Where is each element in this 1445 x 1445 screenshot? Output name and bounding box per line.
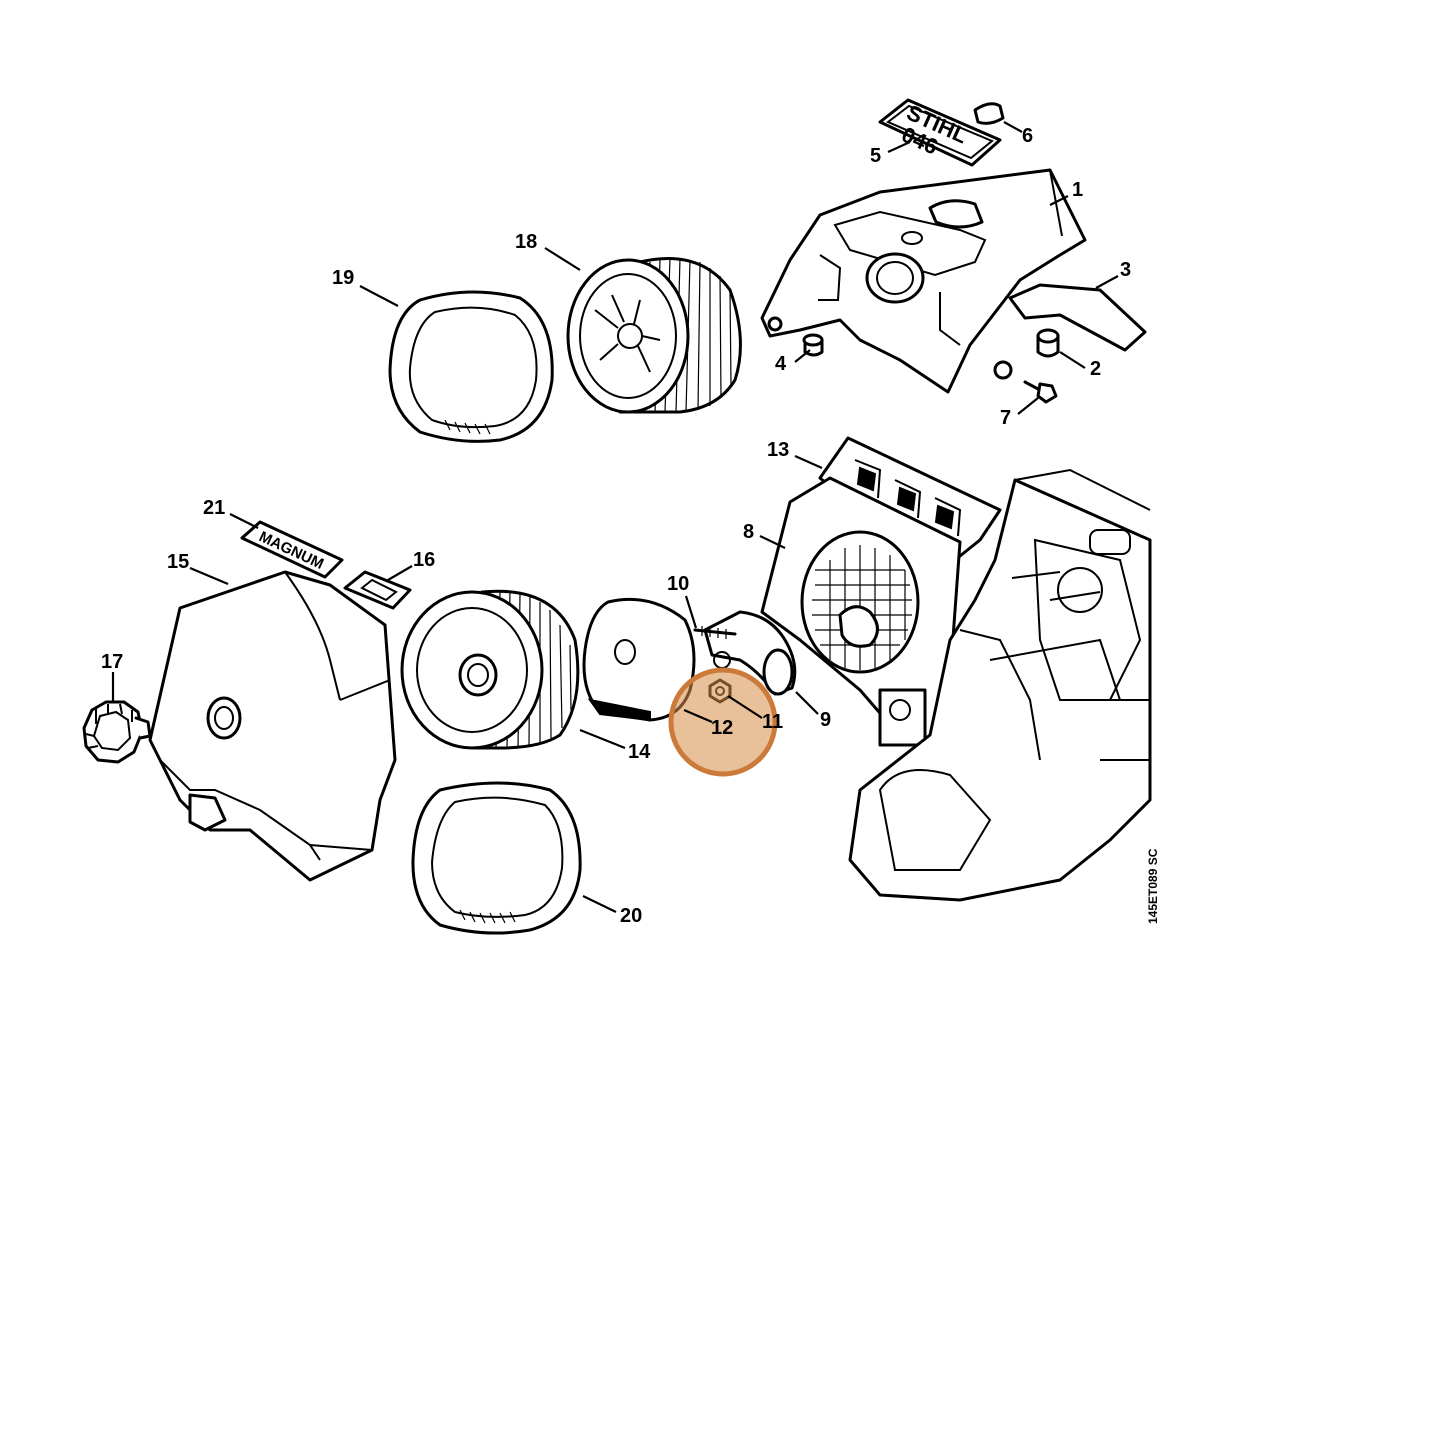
part-8-filter-base[interactable]: [760, 476, 962, 750]
callout-21: 21: [203, 497, 225, 519]
part-20-filter-sleeve[interactable]: [411, 781, 582, 935]
callout-16: 16: [413, 549, 435, 571]
callout-17: 17: [101, 651, 123, 673]
callout-14: 14: [628, 741, 651, 763]
callout-20: 20: [620, 905, 642, 927]
part-14-air-filter[interactable]: [400, 589, 580, 750]
part-21-magnum-decal[interactable]: MAGNUM: [240, 520, 344, 579]
callout-7: 7: [1000, 407, 1011, 429]
part-1-shroud[interactable]: [760, 168, 1087, 394]
callout-2: 2: [1090, 358, 1101, 380]
part-7-screw[interactable]: [1023, 380, 1058, 404]
part-6-cap[interactable]: [973, 102, 1005, 125]
callout-5: 5: [870, 145, 881, 167]
callout-labels: 1 2 3 4 5 6 7 8 9 10 11 12 13 14 15 16 1…: [101, 125, 1131, 927]
callout-19: 19: [332, 267, 354, 289]
callout-3: 3: [1120, 259, 1131, 281]
part-4-grommet[interactable]: [802, 333, 824, 357]
pre-filter: [582, 597, 696, 722]
leader-lines: [111, 121, 1119, 913]
callout-1: 1: [1072, 179, 1083, 201]
callout-15: 15: [167, 551, 189, 573]
callout-13: 13: [767, 439, 789, 461]
part-2-grommet[interactable]: [1036, 328, 1060, 358]
callout-18: 18: [515, 231, 537, 253]
chainsaw-body: [848, 468, 1152, 902]
callout-11: 11: [762, 711, 783, 733]
callout-9: 9: [820, 709, 831, 731]
part-19-filter-sleeve[interactable]: [388, 290, 554, 443]
callout-4: 4: [775, 353, 787, 375]
callout-6: 6: [1022, 125, 1033, 147]
callout-10: 10: [667, 573, 689, 595]
diagram-reference-code: 145ET089 SC: [1146, 848, 1160, 924]
callout-12: 12: [711, 717, 733, 739]
part-10-stud[interactable]: [693, 626, 737, 639]
part-3-deflector[interactable]: [1008, 283, 1147, 352]
callout-8: 8: [743, 521, 754, 543]
highlight-circle-part-12: [668, 667, 778, 777]
part-18-air-filter[interactable]: [566, 257, 742, 414]
part-15-filter-cover[interactable]: [148, 570, 397, 882]
part-17-knob[interactable]: [82, 700, 152, 764]
part-16-clip[interactable]: [343, 570, 412, 610]
